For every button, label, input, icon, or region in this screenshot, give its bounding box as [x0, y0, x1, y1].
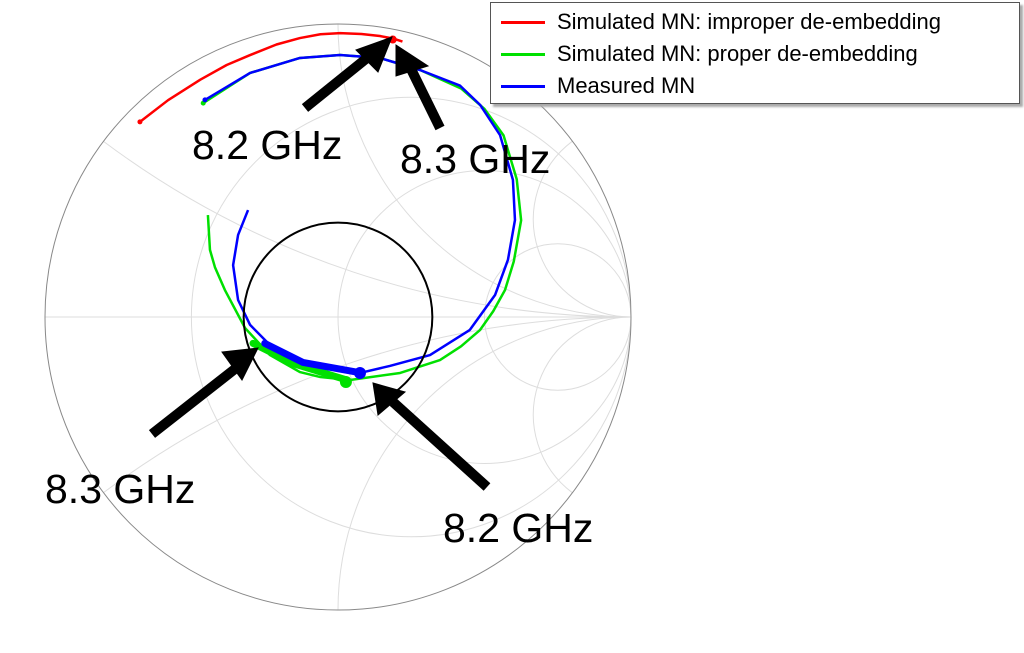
arrow-head — [395, 44, 430, 77]
arrow-upper-8-3 — [405, 64, 445, 131]
legend-label: Simulated MN: improper de-embedding — [557, 9, 941, 34]
reference-circle — [242, 221, 434, 413]
smith-grid — [45, 24, 631, 610]
legend-label: Simulated MN: proper de-embedding — [557, 41, 918, 66]
chart-series — [137, 31, 523, 413]
series-line-0 — [139, 31, 403, 123]
series-band-1 — [249, 339, 351, 384]
legend-item: Simulated MN: proper de-embedding — [491, 39, 918, 69]
arrow-lower-8-2 — [389, 398, 491, 491]
grid-resistance-circle — [484, 243, 631, 391]
grid-reactance-arc — [337, 24, 631, 318]
arrow-upper-8-2 — [301, 50, 376, 112]
legend-item: Simulated MN: improper de-embedding — [491, 7, 941, 37]
grid-reactance-arc — [103, 140, 631, 318]
arrow-lower-8-3 — [148, 361, 244, 438]
smith-outer-circle — [44, 23, 632, 611]
grid-reactance-arc — [103, 316, 631, 494]
annotation-upper-8-2: 8.2 GHz — [192, 122, 343, 168]
legend-label: Measured MN — [557, 73, 696, 98]
legend-swatch-green — [501, 52, 545, 56]
series-start-point — [202, 97, 208, 103]
arrow-head — [372, 382, 407, 416]
legend: Simulated MN: improper de-embedding Simu… — [490, 2, 1020, 104]
grid-reactance-arc — [337, 316, 631, 610]
legend-swatch-red — [501, 20, 545, 24]
arrow-head — [355, 36, 393, 73]
grid-reactance-arc — [532, 316, 631, 494]
grid-reactance-arc — [532, 140, 631, 318]
arrow-head — [221, 347, 259, 381]
annotation-upper-8-3: 8.3 GHz — [400, 136, 551, 182]
annotation-lower-8-2: 8.2 GHz — [443, 505, 594, 551]
annotation-lower-8-3: 8.3 GHz — [45, 466, 196, 512]
legend-swatch-blue — [501, 84, 545, 88]
legend-item: Measured MN — [491, 71, 695, 101]
series-band-2 — [261, 339, 364, 377]
arrows — [148, 36, 491, 491]
grid-resistance-circle — [337, 170, 631, 464]
series-start-point — [137, 119, 143, 125]
